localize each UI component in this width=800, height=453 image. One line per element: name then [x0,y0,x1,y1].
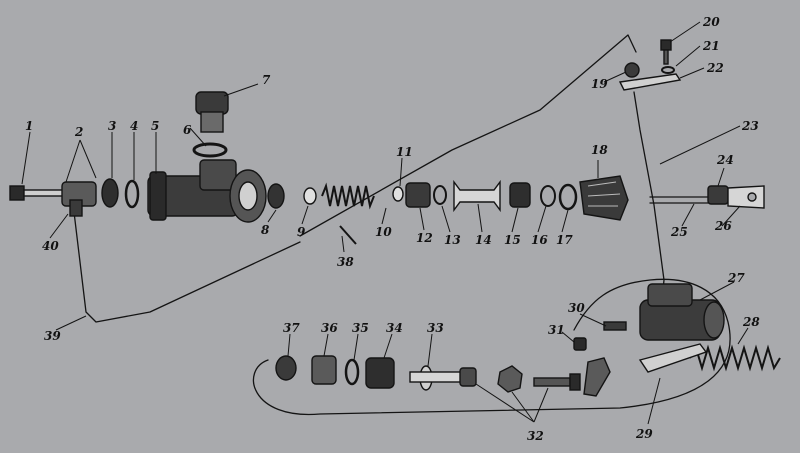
part-29-lever [638,343,708,373]
label-25: 25 [670,225,688,239]
label-15: 15 [504,233,521,247]
pipe-line-lower [73,211,301,323]
part-15-bushing [509,182,531,208]
label-26: 26 [714,219,732,233]
label-29: 29 [635,427,653,441]
part-2-fitting [61,181,97,217]
label-38: 38 [337,255,354,269]
label-13: 13 [444,233,461,247]
label-23: 23 [741,119,759,133]
part-5-cylinder-body [147,159,267,223]
part-34-piston [365,357,395,389]
label-4: 4 [130,119,138,133]
label-39: 39 [44,329,61,343]
part-30-bleeder [603,321,627,331]
part-1-bolt [9,185,65,201]
label-7: 7 [262,73,271,87]
part-24-nut [707,185,729,205]
label-8: 8 [261,223,270,237]
part-10-spring [321,182,375,210]
label-36: 36 [321,321,338,335]
label-34: 34 [386,321,403,335]
part-32-nut-bolt [497,365,581,393]
part-21-washer [661,66,675,74]
part-18-boot [579,175,629,221]
part-37-cap [275,355,297,381]
label-32: 32 [527,429,544,443]
leader-lines [21,21,749,425]
part-4-ring [124,179,140,209]
label-10: 10 [375,225,392,239]
label-17: 17 [556,233,573,247]
label-21: 21 [702,39,720,53]
part-13-ring [433,185,447,205]
part-6-gasket [192,142,228,158]
label-6: 6 [183,123,192,137]
part-14-pushrod-sleeve [453,179,501,213]
part-12-piston [405,182,431,208]
pipe-line-upper [299,34,637,237]
part-22-bracket [618,73,682,91]
part-31-cap [573,337,587,351]
label-31: 31 [548,323,565,337]
part-17-ring [558,183,578,211]
label-30: 30 [568,301,585,315]
part-27-slave-cylinder [639,283,725,341]
part-20-bolt [660,39,672,65]
label-5: 5 [151,119,159,133]
label-24: 24 [716,153,734,167]
label-28: 28 [742,315,760,329]
part-28-return-spring [689,344,781,372]
part-16-washer [540,185,556,207]
label-2: 2 [74,125,83,139]
part-11-washer [392,186,404,202]
part-33-pushrod [409,365,477,391]
label-35: 35 [352,321,369,335]
label-12: 12 [416,231,433,245]
label-27: 27 [727,271,745,285]
parts-group-outline [252,278,731,416]
label-14: 14 [475,233,492,247]
label-1: 1 [25,119,33,133]
label-33: 33 [427,321,444,335]
part-7-reservoir-plug [195,91,229,133]
label-3: 3 [108,119,116,133]
part-3-washer [101,178,119,208]
label-9: 9 [297,225,306,239]
pushrod-upper [649,196,713,204]
label-20: 20 [702,15,720,29]
part-35-ring [344,358,360,386]
label-11: 11 [396,145,413,159]
part-38-pin [339,225,357,245]
part-26-clevis [727,185,765,209]
label-18: 18 [591,143,608,157]
part-9-cup [303,187,317,205]
part-36-seal [311,355,337,385]
label-16: 16 [531,233,548,247]
part-30-lever-arm [583,357,611,397]
part-labels: 1 2 3 4 5 6 7 8 9 10 11 12 13 14 15 16 1… [25,15,760,443]
label-22: 22 [706,61,724,75]
label-40: 40 [42,239,59,253]
label-19: 19 [591,77,608,91]
label-37: 37 [283,321,300,335]
part-8-seal [267,183,285,209]
part-19-banjo-fitting [624,62,640,78]
